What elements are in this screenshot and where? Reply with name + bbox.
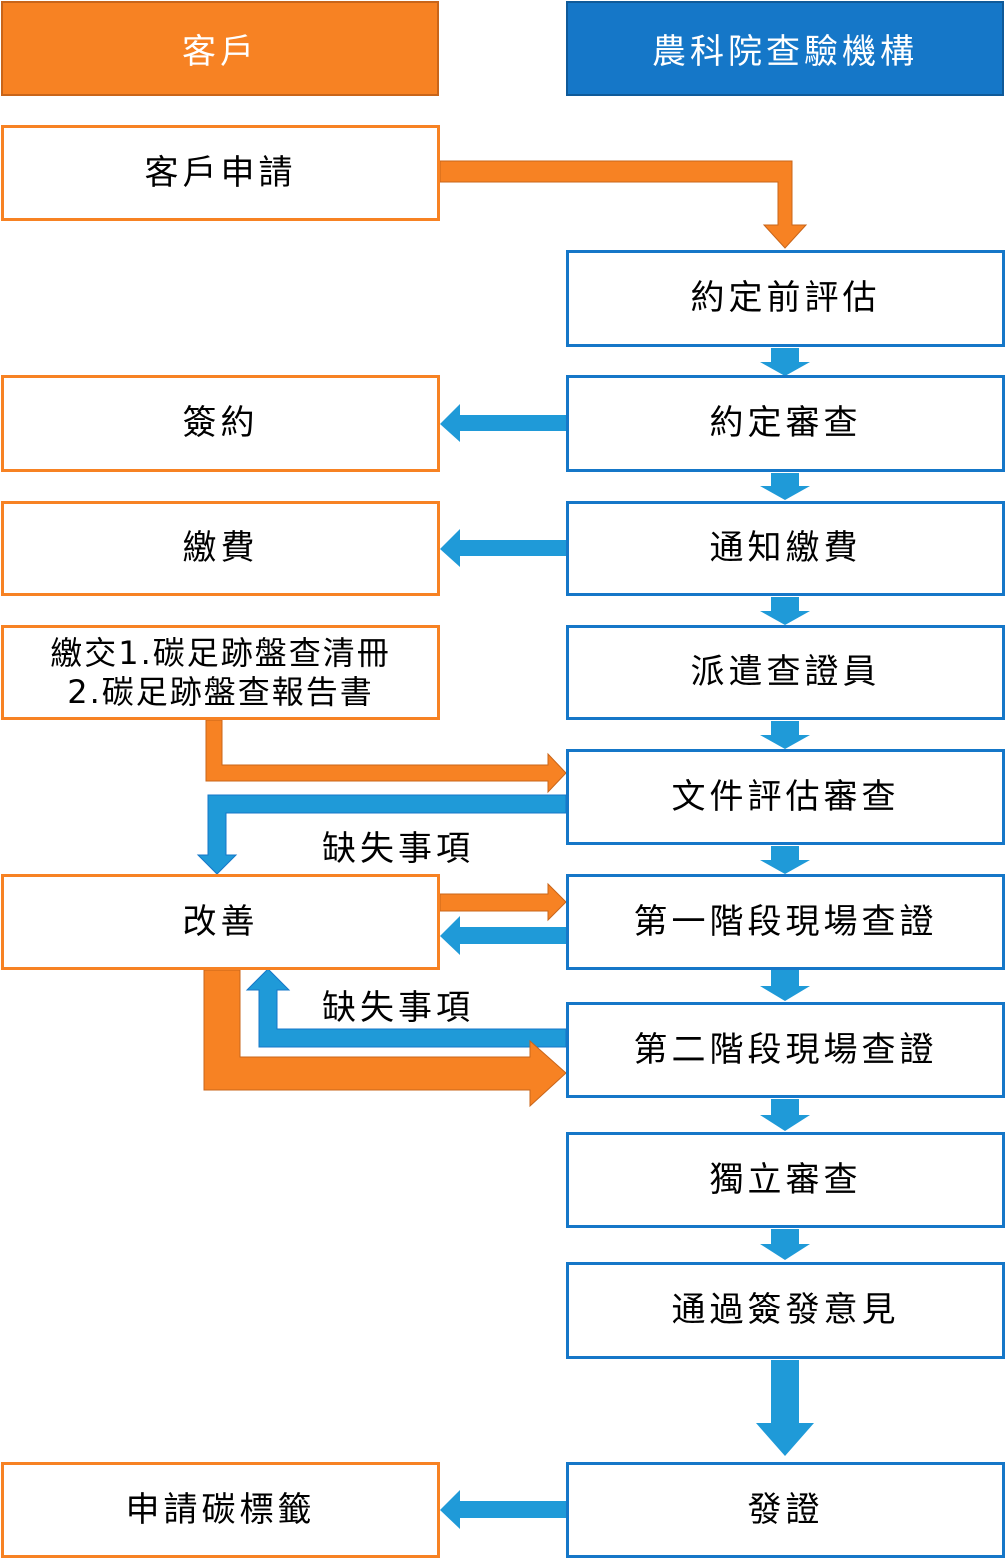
institution-column-header: 農科院查驗機構 <box>566 1 1004 96</box>
inst-assign-verifier-label: 派遣查證員 <box>690 652 881 693</box>
arrow-docreview-to-improve <box>196 794 567 875</box>
inst-assign-verifier-box: 派遣查證員 <box>566 625 1005 720</box>
inst-stage2-box: 第二階段現場查證 <box>566 1002 1005 1098</box>
arrow-down-9 <box>756 1360 814 1456</box>
client-sign-label: 簽約 <box>182 403 259 444</box>
arrow-apply-to-preassessment <box>439 160 808 249</box>
inst-pre-assessment-box: 約定前評估 <box>566 250 1005 347</box>
client-submit-box: 繳交1.碳足跡盤查清冊 2.碳足跡盤查報告書 <box>1 625 440 720</box>
inst-stage2-label: 第二階段現場查證 <box>633 1029 938 1070</box>
arrow-improve-to-stage2 <box>203 969 567 1108</box>
inst-certificate-label: 發證 <box>747 1489 824 1530</box>
client-label-apply-label: 申請碳標籤 <box>125 1489 316 1530</box>
inst-payment-notice-label: 通知繳費 <box>709 528 862 569</box>
inst-document-review-box: 文件評估審查 <box>566 749 1005 845</box>
client-label-apply-box: 申請碳標籤 <box>1 1462 440 1558</box>
inst-independent-review-box: 獨立審查 <box>566 1132 1005 1228</box>
arrow-stage2-to-improve <box>245 968 567 1048</box>
arrow-down-6 <box>760 970 810 1001</box>
arrow-down-1 <box>760 348 810 376</box>
client-submit-line2: 2.碳足跡盤查報告書 <box>67 672 374 711</box>
inst-opinion-box: 通過簽發意見 <box>566 1262 1005 1359</box>
inst-payment-notice-box: 通知繳費 <box>566 501 1005 596</box>
client-sign-box: 簽約 <box>1 375 440 472</box>
arrow-down-7 <box>760 1099 810 1131</box>
inst-stage1-box: 第一階段現場查證 <box>566 874 1005 970</box>
arrow-review-to-sign <box>440 404 566 442</box>
arrow-improve-to-stage1 <box>439 882 567 922</box>
client-apply-box: 客戶申請 <box>1 125 440 221</box>
inst-opinion-label: 通過簽發意見 <box>671 1290 900 1331</box>
client-improve-box: 改善 <box>1 874 440 970</box>
arrow-down-3 <box>760 597 810 625</box>
inst-contract-review-label: 約定審查 <box>709 403 862 444</box>
client-column-header: 客戶 <box>1 1 439 96</box>
inst-contract-review-box: 約定審查 <box>566 375 1005 472</box>
inst-independent-review-label: 獨立審查 <box>709 1159 862 1200</box>
inst-stage1-label: 第一階段現場查證 <box>633 901 938 942</box>
client-apply-label: 客戶申請 <box>144 152 297 193</box>
arrow-down-8 <box>760 1229 810 1260</box>
arrow-down-2 <box>760 473 810 500</box>
inst-certificate-box: 發證 <box>566 1462 1005 1558</box>
arrow-notice-to-pay <box>440 529 566 567</box>
inst-document-review-label: 文件評估審查 <box>671 776 900 817</box>
client-submit-line1: 繳交1.碳足跡盤查清冊 <box>50 634 391 673</box>
institution-header-label: 農科院查驗機構 <box>652 32 918 72</box>
arrow-down-4 <box>760 721 810 749</box>
client-pay-label: 繳費 <box>182 528 259 569</box>
deficiency-label-2: 缺失事項 <box>322 988 474 1028</box>
client-improve-label: 改善 <box>182 901 259 942</box>
arrow-down-5 <box>760 846 810 874</box>
client-header-label: 客戶 <box>182 32 258 72</box>
arrow-stage1-to-improve <box>440 916 566 955</box>
arrow-certificate-to-label <box>440 1490 566 1529</box>
deficiency-label-1: 缺失事項 <box>322 829 474 869</box>
client-pay-box: 繳費 <box>1 501 440 596</box>
arrow-submit-to-docreview <box>205 719 567 794</box>
inst-pre-assessment-label: 約定前評估 <box>690 278 881 319</box>
